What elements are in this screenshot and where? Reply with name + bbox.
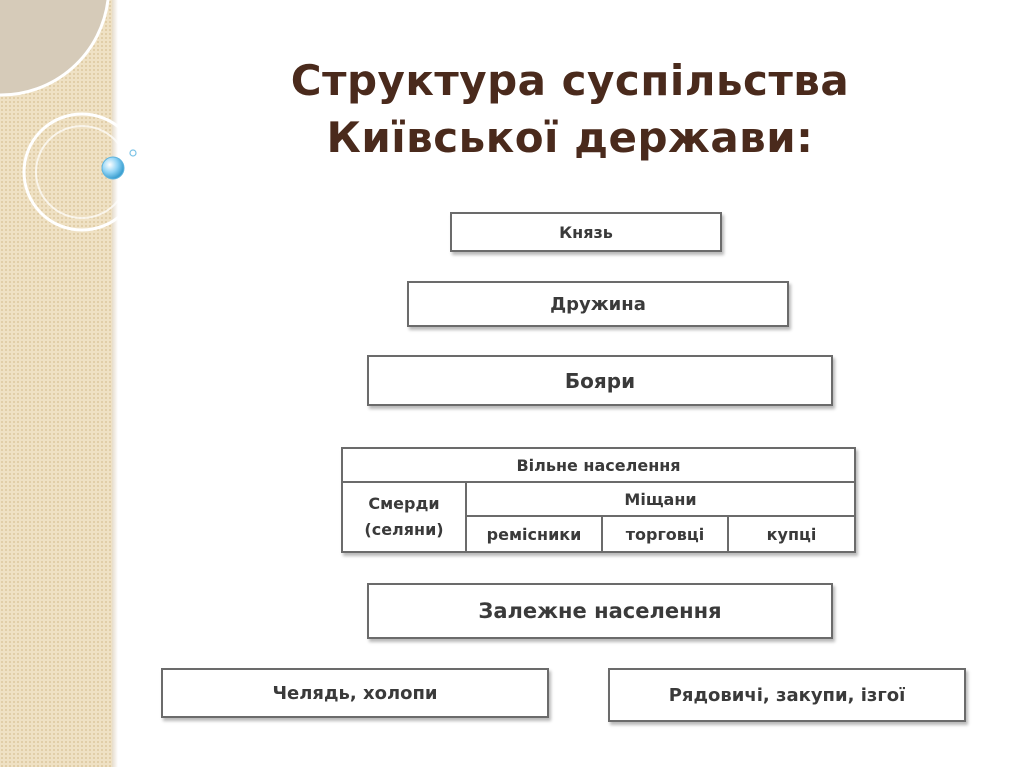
box-prince: Князь	[450, 212, 722, 252]
cell-townspeople: Міщани	[466, 482, 855, 516]
box-ryadovychi: Рядовичі, закупи, ізгої	[608, 668, 966, 722]
cell-merchants: купці	[728, 516, 855, 552]
cell-traders: торговці	[602, 516, 728, 552]
box-dependent-population: Залежне населення	[367, 583, 833, 639]
decorative-circles	[0, 0, 180, 260]
box-retinue: Дружина	[407, 281, 789, 327]
free-population-header: Вільне населення	[342, 448, 855, 482]
title-line-1: Структура суспільства	[200, 52, 940, 109]
blue-orb-icon	[102, 157, 124, 179]
box-boyars: Бояри	[367, 355, 833, 406]
cell-smerdy: Смерди (селяни)	[342, 482, 466, 552]
slide-title: Структура суспільства Київської держави:	[200, 52, 940, 166]
free-population-table: Вільне населення Смерди (селяни) Міщани …	[341, 447, 856, 553]
box-servants: Челядь, холопи	[161, 668, 549, 718]
small-bubble-icon	[130, 150, 136, 156]
cell-artisans: ремісники	[466, 516, 602, 552]
title-line-2: Київської держави:	[200, 109, 940, 166]
